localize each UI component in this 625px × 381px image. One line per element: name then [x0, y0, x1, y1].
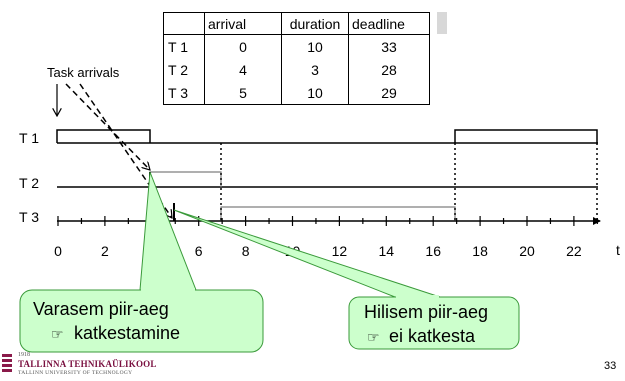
logo-university-name-en: TALLINN UNIVERSITY OF TECHNOLOGY [18, 370, 133, 376]
table-header-arrival: arrival [204, 12, 282, 35]
pointing-hand-icon: ☞ [51, 327, 64, 343]
t1-execution-bar [454, 129, 598, 143]
task-arrivals-label: Task arrivals [47, 65, 120, 80]
table-row: T 3 5 10 29 [163, 81, 430, 105]
t1-execution-bars [56, 129, 598, 143]
row-label-t2: T 2 [19, 175, 39, 191]
logo-year: 1918 [18, 352, 30, 358]
table-header-shadow [437, 12, 447, 34]
logo-university-name: TALLINNA TEHNIKAÜLIKOOL [18, 359, 157, 369]
callout-right-line2: ei katkesta [389, 326, 476, 346]
table-cell-duration: 10 [281, 81, 349, 105]
time-axis-ticks: 0246810121416182022 [54, 216, 598, 259]
t1-execution-bar [56, 129, 151, 143]
row-label-t3: T 3 [19, 209, 39, 225]
axis-tick-label: 16 [425, 243, 441, 259]
t2-execution-bar [149, 171, 222, 187]
table-cell-deadline: 28 [348, 58, 430, 81]
row-label-t1: T 1 [19, 130, 39, 146]
table-cell-task: T 3 [163, 81, 205, 105]
callout-pointer [173, 209, 441, 298]
axis-tick-label: 14 [379, 243, 395, 259]
table-header-deadline: deadline [348, 12, 430, 35]
arrival-arrow-t2 [65, 83, 150, 170]
table-row: T 2 4 3 28 [163, 58, 430, 81]
dotted-guides [220, 143, 598, 221]
axis-tick-label: 0 [54, 243, 62, 259]
callout-seam [141, 288, 195, 293]
callout-left-line1: Varasem piir-aeg [33, 299, 169, 319]
table-cell-deadline: 29 [348, 81, 430, 105]
table-header-row: arrival duration deadline [163, 12, 430, 35]
t3-execution-bar [220, 206, 456, 221]
table-cell-duration: 10 [281, 34, 349, 58]
callout-seam [396, 295, 439, 300]
time-axis-variable: t [616, 242, 620, 258]
table-row: T 1 0 10 33 [163, 34, 430, 58]
axis-tick-label: 18 [472, 243, 488, 259]
axis-tick-label: 8 [242, 243, 250, 259]
axis-tick-label: 22 [566, 243, 582, 259]
callout-right-line1: Hilisem piir-aeg [364, 302, 488, 322]
axis-tick-label: 6 [195, 243, 203, 259]
axis-tick-label: 20 [519, 243, 535, 259]
task-parameters-table: arrival duration deadline T 1 0 10 33 T … [163, 12, 430, 105]
axis-tick-label: 12 [332, 243, 348, 259]
callout-later-deadline: Hilisem piir-aeg ☞ ei katkesta [173, 209, 520, 350]
logo-mark-icon [2, 354, 12, 376]
page-number: 33 [604, 360, 617, 372]
table-cell-deadline: 33 [348, 34, 430, 58]
pointing-hand-icon: ☞ [367, 330, 380, 346]
callout-earlier-deadline: Varasem piir-aeg ☞ katkestamine [19, 171, 264, 353]
callout-left-line2: katkestamine [74, 323, 180, 343]
table-header-duration: duration [281, 12, 349, 35]
axis-tick-label: 2 [101, 243, 109, 259]
callout-pointer [139, 171, 197, 291]
